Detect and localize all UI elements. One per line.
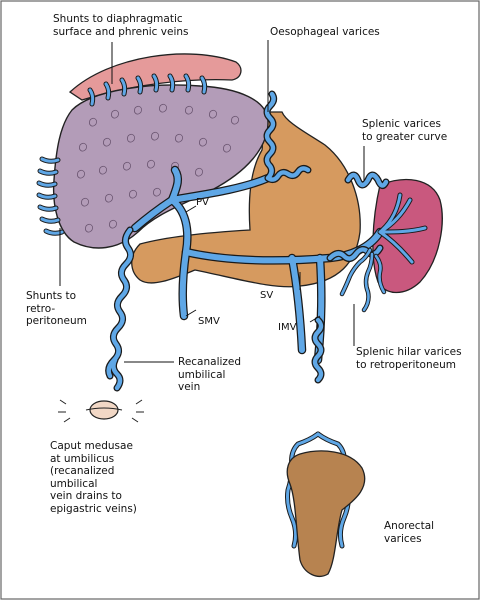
label-recanalized: Recanalized umbilical vein [178, 356, 242, 393]
liver [52, 84, 269, 249]
label-anorectal: Anorectal varices [384, 520, 435, 545]
label-smv: SMV [198, 316, 220, 327]
greater-curve-varices [345, 172, 389, 188]
splenic-hilum-branches [378, 193, 427, 264]
shunts-diaphragm-veins [88, 74, 207, 106]
label-splenic-greater: Splenic varices to greater curve [362, 118, 448, 143]
liver-texture [77, 103, 239, 233]
label-sv: SV [260, 290, 274, 301]
smv-branch [289, 255, 305, 353]
label-shunts-diaphragm: Shunts to diaphragmatic surface and phre… [53, 13, 189, 38]
rectal-vein [312, 317, 324, 383]
label-shunts-retro: Shunts to retro- peritoneum [26, 290, 87, 327]
leader-lines [59, 40, 365, 363]
label-caput: Caput medusae at umbilicus (recanalized … [50, 440, 137, 515]
label-oesophageal: Oesophageal varices [270, 26, 380, 38]
portal-vein [132, 197, 191, 319]
label-pv: PV [196, 197, 209, 208]
recanalized-umbilical-vein [106, 227, 133, 379]
rectum [286, 450, 366, 577]
umbilicus [58, 399, 144, 423]
splenic-hilar-varices [340, 248, 372, 296]
left-gastric-vein [169, 175, 271, 203]
label-splenic-hilar: Splenic hilar varices to retroperitoneum [356, 346, 462, 371]
label-imv: IMV [278, 322, 297, 333]
retroperitoneal-shunts [37, 157, 64, 235]
oesophageal-varices [264, 91, 276, 181]
